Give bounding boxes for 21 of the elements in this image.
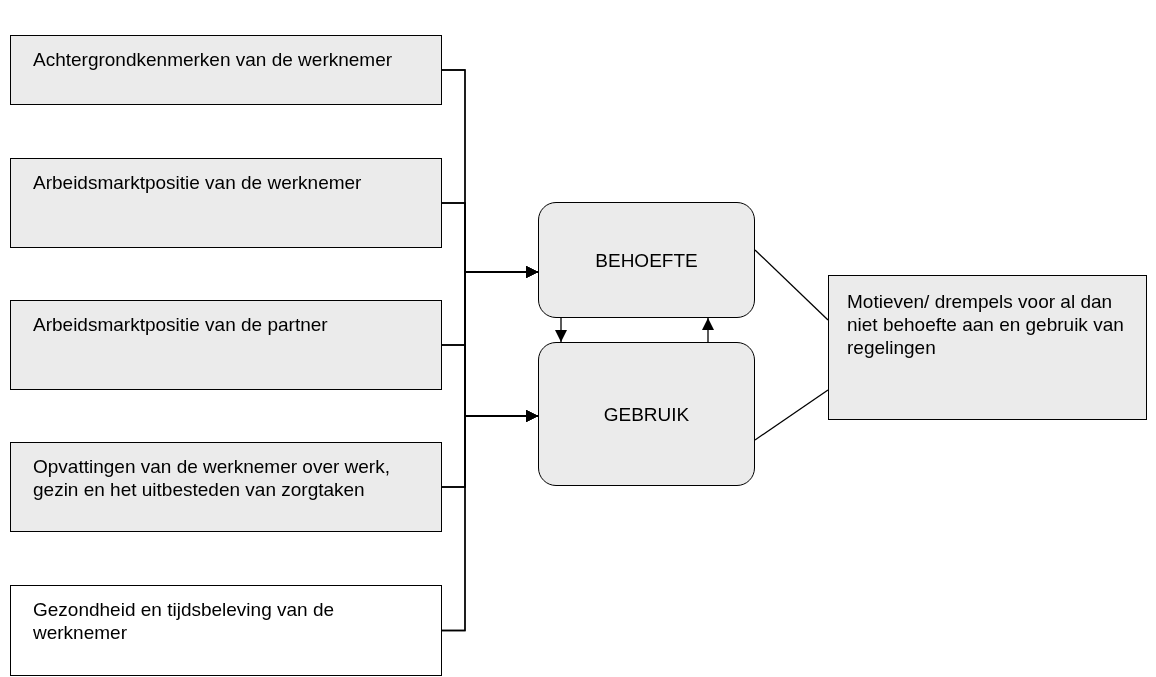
box-text: Achtergrondkenmerken van de werknemer — [33, 49, 393, 70]
concept-box — [538, 342, 755, 486]
factor-box — [10, 442, 442, 532]
box-text: BEHOEFTE — [595, 248, 698, 272]
factor-box — [10, 300, 442, 390]
concept-box — [538, 202, 755, 318]
box-text: Gezondheid en tijdsbeleving van de werknemer — [33, 599, 335, 643]
arrow — [702, 317, 714, 343]
arrow — [555, 317, 567, 343]
box-text: Arbeidsmarktpositie van de partner — [33, 314, 328, 335]
factor-box — [10, 158, 442, 248]
factor-box — [10, 585, 442, 676]
connector-line — [754, 249, 829, 321]
box-text: Motieven/ drempels voor al dan niet behoefte aan en gebruik van regelingen — [847, 291, 1124, 358]
connector-line — [754, 389, 829, 441]
box-text: GEBRUIK — [603, 402, 690, 426]
box-text: Arbeidsmarktpositie van de werknemer — [33, 172, 362, 193]
arrow — [441, 410, 539, 632]
box-text: Opvattingen van de werknemer over werk, gezin en het uitbesteden van zorgtaken — [33, 456, 390, 500]
motive-box — [828, 275, 1147, 420]
factor-box — [10, 35, 442, 105]
